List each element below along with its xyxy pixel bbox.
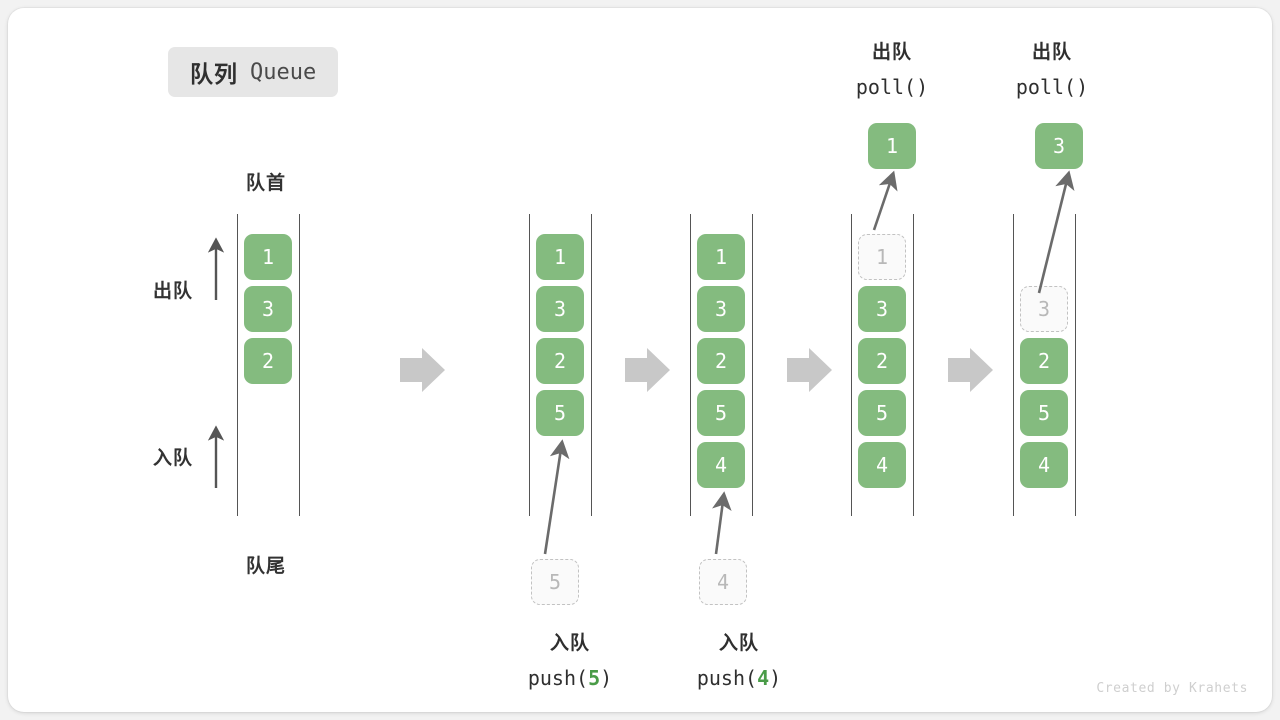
queue-item: 3 [697, 286, 745, 332]
popped-element-1: 1 [868, 123, 916, 169]
rail-col1-left [237, 214, 238, 516]
title-chinese: 队列 [190, 61, 238, 87]
rail-col2-right [591, 214, 592, 516]
arrow-push-5 [543, 439, 570, 555]
caption-push-5-code: push(5) [527, 666, 613, 690]
queue-item: 2 [244, 338, 292, 384]
caption-push-5: 入队 push(5) [496, 626, 644, 696]
rail-col4-left [851, 214, 852, 516]
diagram-card: 队列 Queue 队首 队尾 出队 入队 出队 poll() 出队 poll()… [8, 8, 1272, 712]
caption-push-5-value: 5 [588, 666, 601, 690]
incoming-element-4: 4 [699, 559, 747, 605]
queue-item-removed: 1 [858, 234, 906, 280]
queue-item: 2 [697, 338, 745, 384]
queue-item: 2 [858, 338, 906, 384]
queue-item: 1 [697, 234, 745, 280]
queue-item: 4 [1020, 442, 1068, 488]
queue-item: 5 [536, 390, 584, 436]
caption-poll-3-cn: 出队 [1031, 42, 1072, 63]
rail-col2-left [529, 214, 530, 516]
label-queue-rear: 队尾 [246, 556, 287, 577]
arrow-push-4 [712, 491, 732, 555]
arrow-poll-3 [1037, 170, 1075, 294]
queue-item: 5 [1020, 390, 1068, 436]
caption-push-4-cn: 入队 [718, 633, 759, 654]
flow-arrow-1 [400, 348, 445, 392]
caption-poll-3-code: poll() [1015, 75, 1089, 99]
caption-poll-1: 出队 poll() [832, 35, 952, 105]
rail-col5-right [1075, 214, 1076, 516]
rail-col3-left [690, 214, 691, 516]
label-queue-front: 队首 [246, 173, 287, 194]
rail-col5-left [1013, 214, 1014, 516]
rail-col1-right [299, 214, 300, 516]
flow-arrow-3 [787, 348, 832, 392]
flow-arrow-4 [948, 348, 993, 392]
queue-item: 2 [536, 338, 584, 384]
queue-item: 4 [697, 442, 745, 488]
diagram-stage: 队列 Queue 队首 队尾 出队 入队 出队 poll() 出队 poll()… [8, 8, 1272, 712]
queue-item: 5 [858, 390, 906, 436]
queue-item-removed: 3 [1020, 286, 1068, 332]
caption-push-5-cn: 入队 [549, 633, 590, 654]
arrow-poll-1 [872, 170, 898, 231]
title-english: Queue [250, 59, 317, 85]
caption-push-4-value: 4 [757, 666, 770, 690]
rail-col3-right [752, 214, 753, 516]
label-dequeue-direction: 出队 [153, 281, 194, 302]
queue-item: 3 [536, 286, 584, 332]
flow-arrow-2 [625, 348, 670, 392]
queue-item: 5 [697, 390, 745, 436]
caption-poll-1-cn: 出队 [871, 42, 912, 63]
queue-item: 2 [1020, 338, 1068, 384]
credit-text: Created by Krahets [1096, 681, 1248, 696]
label-enqueue-direction: 入队 [153, 448, 194, 469]
queue-item: 3 [244, 286, 292, 332]
title-badge: 队列 Queue [168, 47, 339, 97]
caption-poll-3: 出队 poll() [992, 35, 1112, 105]
incoming-element-5: 5 [531, 559, 579, 605]
caption-push-4-code: push(4) [696, 666, 782, 690]
arrow-overlay [207, 170, 1075, 555]
caption-poll-1-code: poll() [855, 75, 929, 99]
queue-item: 3 [858, 286, 906, 332]
rail-col4-right [913, 214, 914, 516]
queue-item: 4 [858, 442, 906, 488]
caption-push-4: 入队 push(4) [665, 626, 813, 696]
queue-item: 1 [244, 234, 292, 280]
queue-item: 1 [536, 234, 584, 280]
popped-element-3: 3 [1035, 123, 1083, 169]
